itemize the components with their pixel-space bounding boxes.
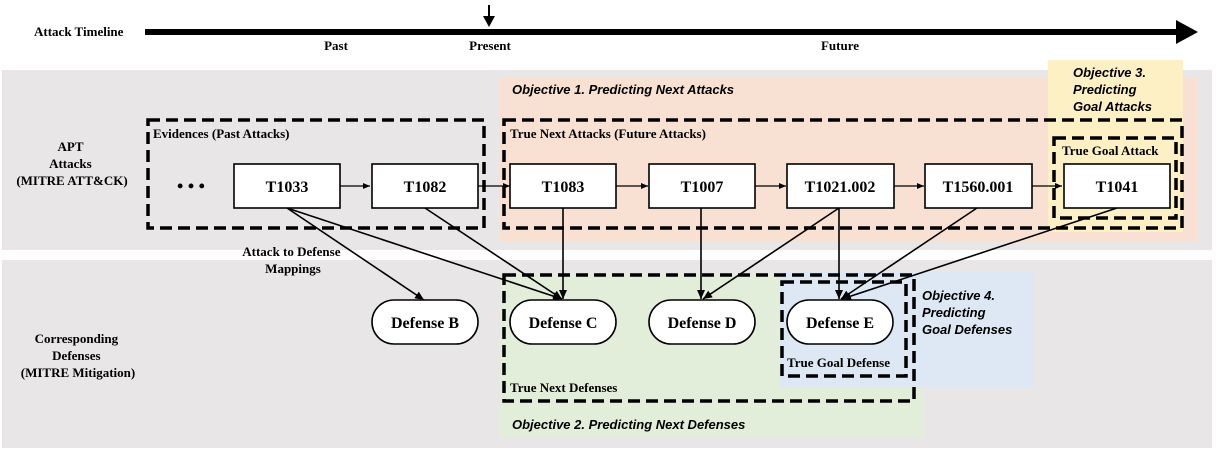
true-next-attacks-label: True Next Attacks (Future Attacks) bbox=[510, 126, 706, 141]
true-next-defenses-box bbox=[502, 273, 916, 403]
map-arrow-t1041-defense-e bbox=[841, 207, 1118, 300]
timeline-future: Future bbox=[821, 38, 859, 53]
attacks-row-label: APT Attacks (MITRE ATT&CK) bbox=[16, 139, 127, 188]
objective-1-label: Objective 1. Predicting Next Attacks bbox=[512, 82, 734, 97]
defense-node-b: Defense B bbox=[371, 299, 479, 345]
timeline-present: Present bbox=[469, 38, 511, 53]
timeline-past: Past bbox=[324, 38, 349, 53]
ellipsis: • • • bbox=[177, 176, 205, 196]
svg-text:Defense E: Defense E bbox=[806, 315, 874, 332]
attack-node-t1021-002: T1021.002 bbox=[786, 163, 895, 209]
svg-text:T1033: T1033 bbox=[266, 179, 309, 196]
svg-text:T1083: T1083 bbox=[542, 179, 585, 196]
svg-text:T1560.001: T1560.001 bbox=[943, 179, 1014, 196]
attack-node-t1082: T1082 bbox=[371, 163, 479, 209]
defense-node-e: Defense E bbox=[786, 299, 894, 345]
map-arrow-t1033-defense-b bbox=[286, 207, 425, 301]
defense-node-d: Defense D bbox=[648, 299, 756, 345]
svg-text:Defense C: Defense C bbox=[529, 315, 598, 332]
svg-text:T1082: T1082 bbox=[404, 179, 447, 196]
true-goal-defense-label: True Goal Defense bbox=[787, 355, 890, 370]
attack-node-t1033: T1033 bbox=[233, 163, 341, 209]
attack-node-t1041: T1041 bbox=[1063, 163, 1171, 209]
true-goal-attack-box bbox=[1052, 136, 1178, 220]
attack-node-t1083: T1083 bbox=[509, 163, 617, 209]
evidences-label: Evidences (Past Attacks) bbox=[153, 126, 290, 141]
true-next-attacks-box bbox=[502, 118, 1184, 230]
map-arrow-t1082-defense-c bbox=[424, 207, 563, 300]
timeline-arrowhead bbox=[1176, 20, 1198, 44]
map-arrow-t1033-defense-c bbox=[286, 207, 563, 300]
present-marker-arrow bbox=[483, 16, 495, 27]
true-goal-attack-label: True Goal Attack bbox=[1062, 143, 1159, 158]
objective-2-label: Objective 2. Predicting Next Defenses bbox=[512, 417, 745, 432]
svg-text:Defense B: Defense B bbox=[391, 315, 459, 332]
svg-text:T1007: T1007 bbox=[681, 179, 724, 196]
objective-4-label: Objective 4. Predicting Goal Defenses bbox=[922, 288, 1012, 337]
svg-text:Defense D: Defense D bbox=[668, 315, 737, 332]
true-next-defenses-label: True Next Defenses bbox=[510, 380, 617, 395]
svg-text:T1021.002: T1021.002 bbox=[805, 179, 876, 196]
map-arrow-t1021-defense-d bbox=[702, 207, 840, 300]
svg-text:T1041: T1041 bbox=[1096, 179, 1139, 196]
true-goal-defense-box bbox=[780, 280, 908, 378]
timeline-label: Attack Timeline bbox=[34, 24, 124, 39]
defense-node-c: Defense C bbox=[509, 299, 617, 345]
objective-3-label: Objective 3. Predicting Goal Attacks bbox=[1073, 65, 1152, 114]
mapping-label: Attack to Defense Mappings bbox=[242, 244, 343, 276]
defenses-row-label: Corresponding Defenses (MITRE Mitigation… bbox=[21, 331, 135, 380]
map-arrow-t1560-defense-e bbox=[840, 207, 978, 300]
attack-node-t1560-001: T1560.001 bbox=[924, 163, 1033, 209]
attack-node-t1007: T1007 bbox=[648, 163, 756, 209]
